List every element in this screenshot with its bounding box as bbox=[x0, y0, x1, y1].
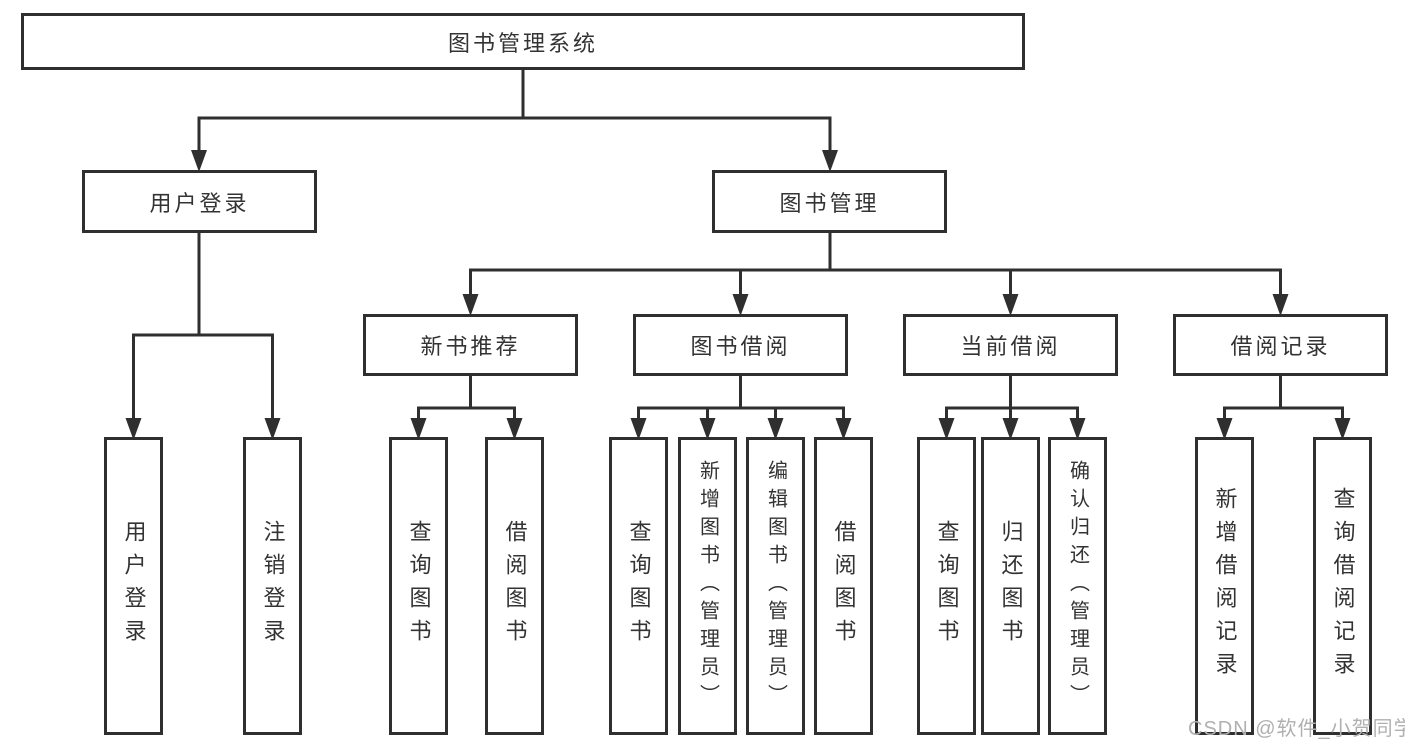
node-book-management: 图书管理 bbox=[712, 170, 947, 233]
node-library-management-system: 图书管理系统 bbox=[21, 13, 1025, 70]
node-book-borrowing: 图书借阅 bbox=[633, 314, 848, 376]
leaf-user-login: 用户登录 bbox=[104, 437, 163, 735]
watermark: CSDN @软件_小贺同学 bbox=[1188, 718, 1405, 740]
leaf-current-query-books: 查询图书 bbox=[917, 437, 976, 735]
leaf-rec-query-books: 查询图书 bbox=[389, 437, 448, 735]
leaf-current-return-books: 归还图书 bbox=[981, 437, 1040, 735]
leaf-borrow-add-books-admin: 新增图书（管理员） bbox=[678, 437, 737, 735]
node-current-borrowing: 当前借阅 bbox=[903, 314, 1118, 376]
leaf-borrow-edit-books-admin: 编辑图书（管理员） bbox=[746, 437, 805, 735]
node-new-book-recommendation: 新书推荐 bbox=[363, 314, 578, 376]
leaf-records-add-record: 新增借阅记录 bbox=[1195, 437, 1254, 735]
arrowheads bbox=[125, 150, 1351, 440]
node-borrowing-records: 借阅记录 bbox=[1173, 314, 1388, 376]
leaf-borrow-query-books: 查询图书 bbox=[609, 437, 668, 735]
leaf-current-confirm-return-admin: 确认归还（管理员） bbox=[1048, 437, 1107, 735]
leaf-borrow-borrow-books: 借阅图书 bbox=[814, 437, 873, 735]
leaf-rec-borrow-books: 借阅图书 bbox=[485, 437, 544, 735]
leaf-records-query-record: 查询借阅记录 bbox=[1313, 437, 1372, 735]
connector-stems bbox=[132, 70, 1344, 421]
leaf-logout: 注销登录 bbox=[243, 437, 302, 735]
node-user-login: 用户登录 bbox=[82, 170, 317, 233]
